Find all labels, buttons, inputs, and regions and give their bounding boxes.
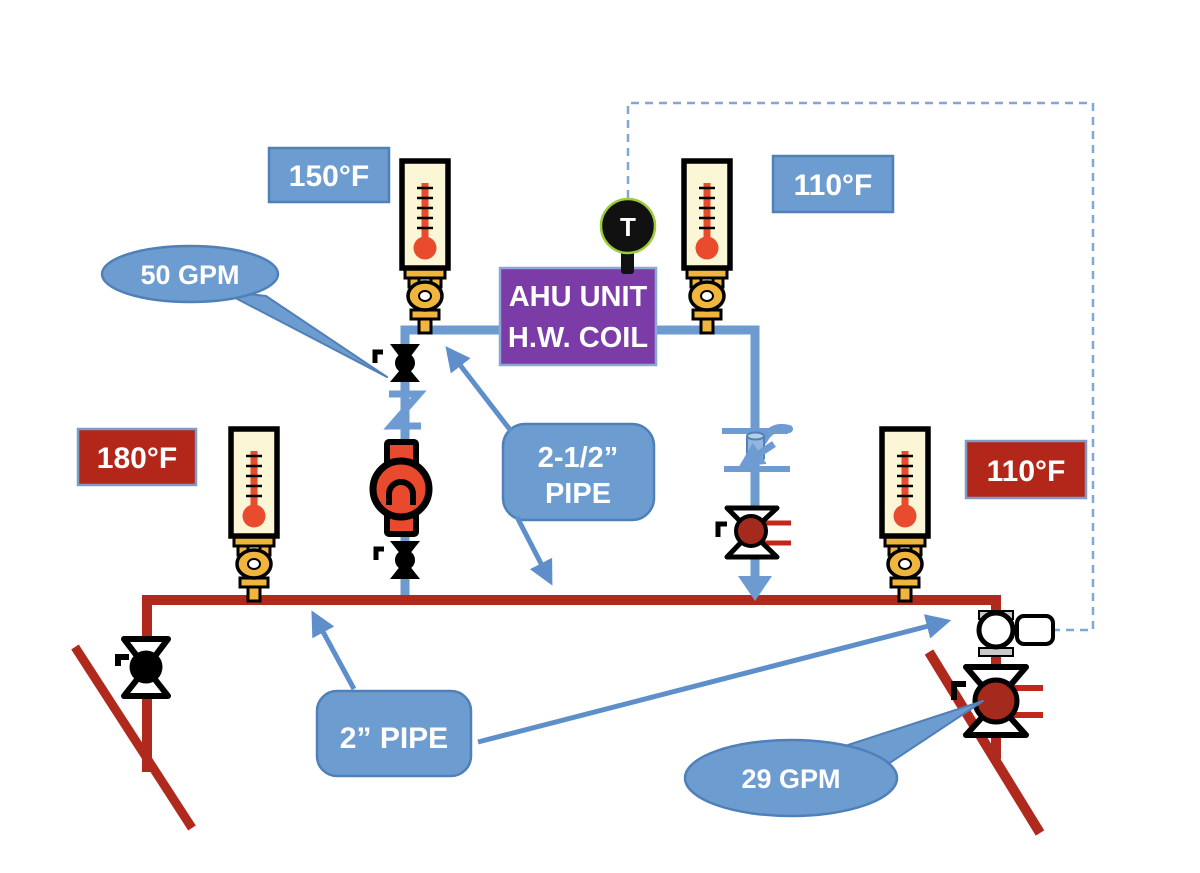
balancing-valve-main-return — [951, 664, 1043, 738]
coil-return-temp-text: 110°F — [794, 169, 873, 202]
arrow-coil-pipe-to-supply — [445, 346, 513, 433]
union-z-symbol — [383, 390, 427, 430]
callout-main-flow: 29 GPM — [683, 700, 984, 818]
thermometer-main-supply — [231, 429, 277, 601]
control-signal-line — [626, 101, 1095, 632]
coil-supply-temp-text: 150°F — [289, 160, 369, 193]
sensor-tag: T — [620, 212, 636, 242]
main-pipe-size-text: 2” PIPE — [340, 722, 448, 755]
control-valve-with-actuator — [976, 610, 1055, 657]
label-coil-return-temp: 110°F — [771, 154, 895, 214]
ahu-label-line2: H.W. COIL — [508, 322, 648, 354]
main-flow-text: 29 GPM — [741, 764, 840, 794]
thermometer-coil-return — [684, 161, 730, 333]
balancing-valve-coil-return — [715, 505, 791, 560]
ball-valve-coil-supply-bottom — [373, 541, 420, 579]
flow-arrow-into-main — [738, 576, 772, 601]
label-main-supply-temp: 180°F — [76, 427, 198, 487]
isolation-valve-main-supply — [115, 636, 171, 699]
thermometer-main-return — [882, 429, 928, 601]
circulator-pump — [369, 439, 433, 537]
main-supply-temp-text: 180°F — [97, 442, 177, 475]
label-main-return-temp: 110°F — [964, 439, 1088, 500]
ball-valve-coil-supply-top — [372, 344, 420, 382]
ahu-unit-box: AHU UNIT H.W. COIL — [498, 266, 658, 367]
coil-return-valve-symbol — [722, 423, 793, 472]
coil-pipe-size-line1: 2-1/2” — [538, 442, 619, 474]
arrow-main-pipe-right — [477, 614, 952, 745]
return-riser-diagonal — [924, 649, 1045, 836]
label-coil-pipe-size: 2-1/2” PIPE — [501, 422, 656, 522]
coil-pipe-size-line2: PIPE — [545, 478, 611, 510]
label-main-pipe-size: 2” PIPE — [315, 689, 473, 778]
coil-flow-text: 50 GPM — [140, 260, 239, 290]
label-coil-supply-temp: 150°F — [267, 146, 391, 204]
arrow-coil-pipe-to-main — [514, 515, 553, 586]
arrow-main-pipe-left — [311, 610, 357, 691]
temperature-sensor: T — [599, 197, 657, 274]
valve-actuator — [1015, 614, 1055, 646]
ahu-label-line1: AHU UNIT — [509, 281, 648, 313]
main-return-temp-text: 110°F — [987, 455, 1066, 488]
callout-coil-flow: 50 GPM — [100, 244, 388, 378]
supply-riser-diagonal — [71, 644, 196, 831]
thermometer-coil-supply — [402, 161, 448, 333]
